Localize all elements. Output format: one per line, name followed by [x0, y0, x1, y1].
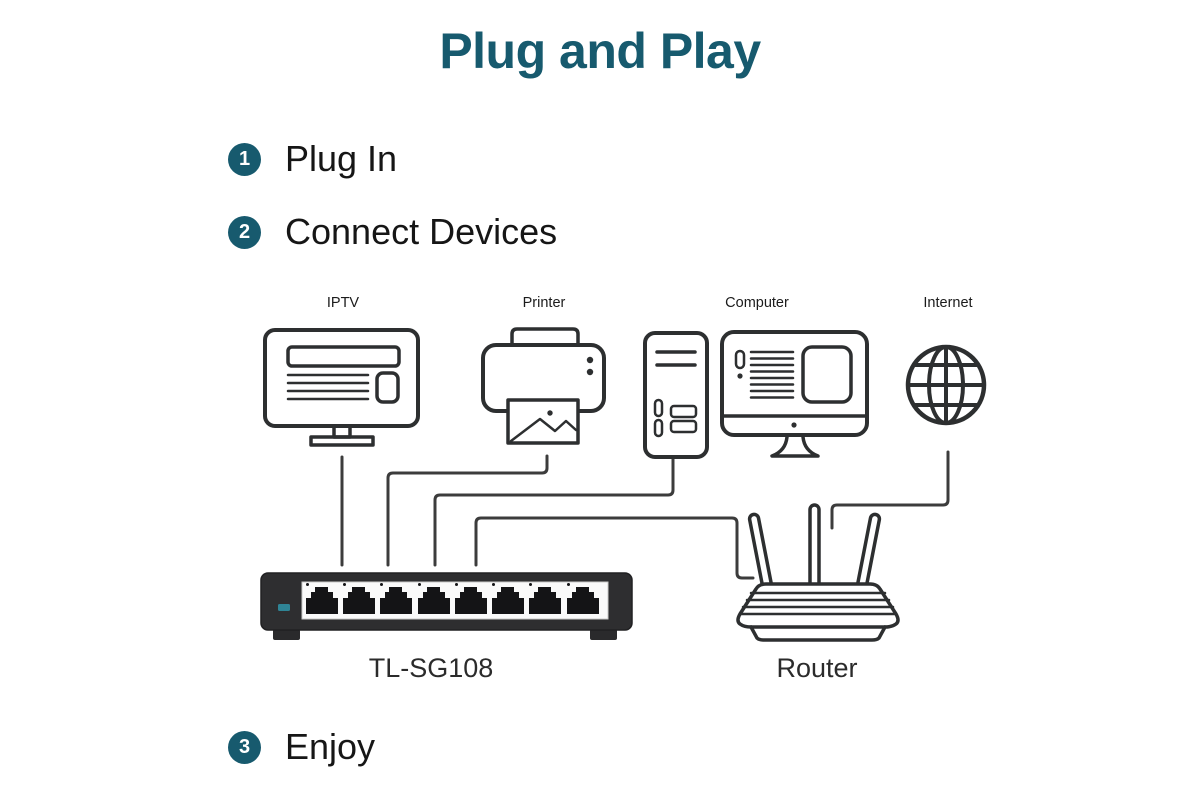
network-diagram: IPTV Printer Computer Internet	[260, 295, 987, 683]
step-label: Connect Devices	[285, 211, 558, 252]
step-connect-devices: 2 Connect Devices	[228, 214, 557, 250]
cable-printer-to-switch	[386, 454, 549, 567]
device-label-printer: Printer	[523, 295, 566, 311]
cable-internet-to-router	[830, 450, 950, 530]
step-plug-in: 1 Plug In	[228, 141, 397, 177]
computer-icon	[643, 330, 869, 459]
router-label: Router	[776, 653, 857, 683]
printer-icon	[481, 327, 606, 445]
router-body	[736, 582, 900, 629]
step-number-badge: 3	[228, 730, 261, 764]
router-base	[749, 625, 887, 642]
cables	[340, 450, 950, 580]
internet-globe-icon	[905, 344, 987, 426]
cable-switch-to-router	[474, 516, 755, 580]
router-antenna-center	[808, 503, 821, 595]
device-label-internet: Internet	[923, 295, 972, 311]
switch-model-label: TL-SG108	[369, 653, 494, 683]
switch-icon	[260, 572, 633, 640]
switch-led	[278, 604, 290, 611]
switch-foot	[590, 629, 617, 640]
iptv-icon	[263, 328, 420, 447]
step-enjoy: 3 Enjoy	[228, 729, 375, 765]
switch-foot	[273, 629, 300, 640]
router-antenna-right	[855, 512, 882, 595]
router-stripes	[738, 591, 898, 616]
device-label-iptv: IPTV	[327, 295, 360, 311]
step-number-badge: 2	[228, 215, 261, 249]
device-label-computer: Computer	[725, 295, 789, 311]
router-antenna-left	[747, 512, 774, 595]
cable-computer-to-switch	[433, 455, 675, 567]
step-number-badge: 1	[228, 142, 261, 176]
step-label: Plug In	[285, 138, 398, 179]
page-title: Plug and Play	[439, 23, 761, 79]
step-label: Enjoy	[285, 726, 376, 767]
router-icon	[736, 503, 900, 642]
